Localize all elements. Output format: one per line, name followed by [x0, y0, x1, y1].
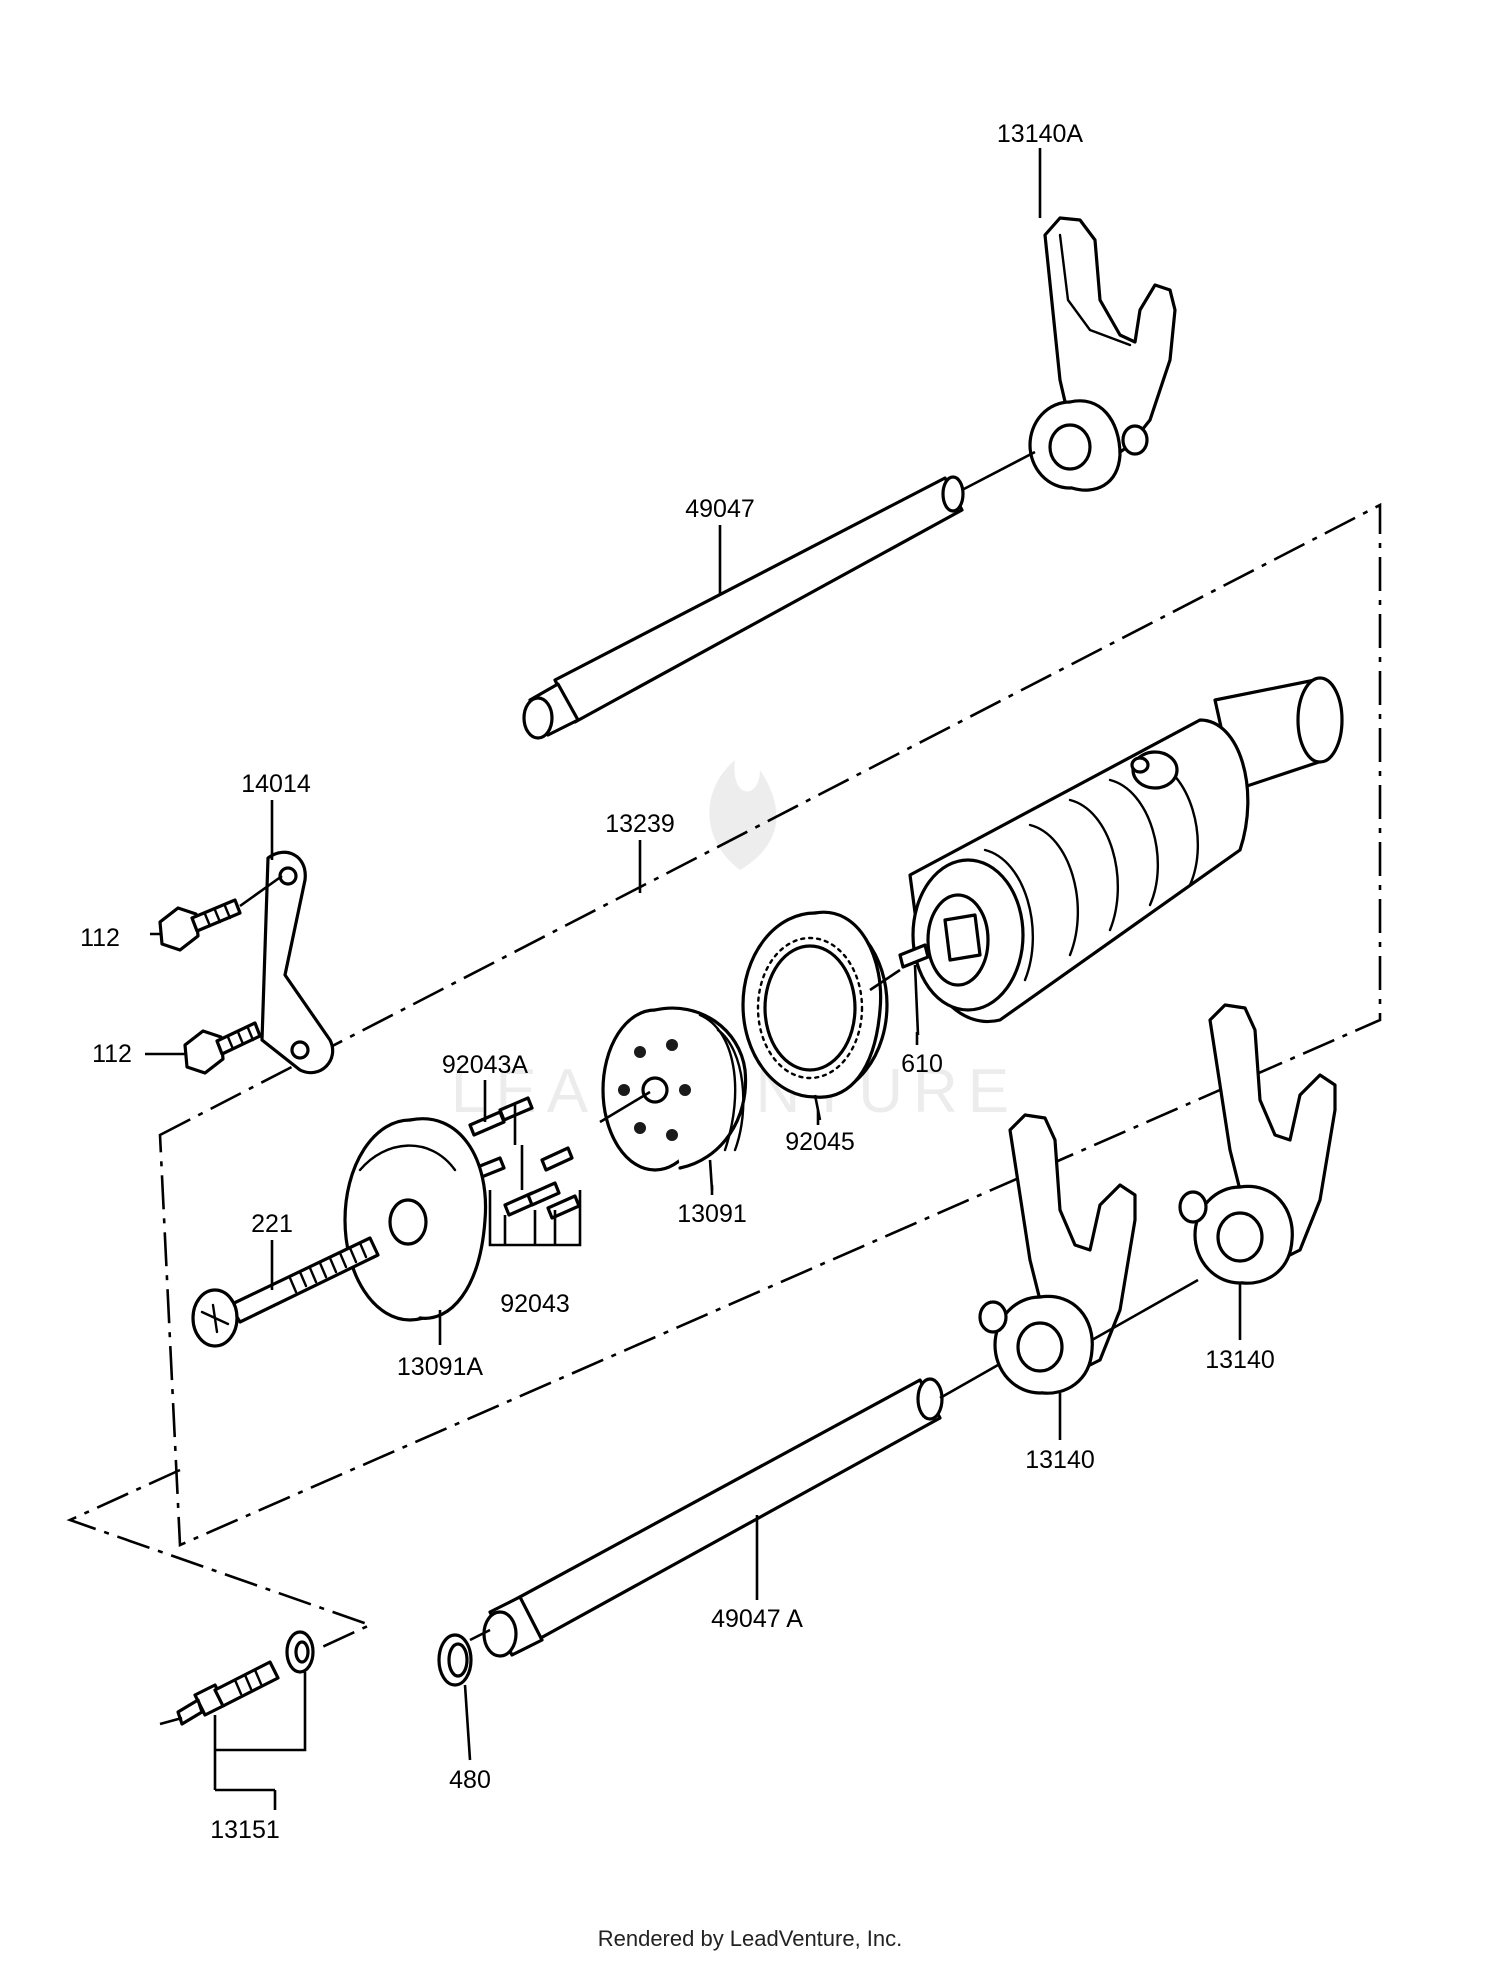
- part-labels: 13140A 49047 14014 13239 112 112 92043A …: [80, 120, 1275, 1844]
- shift-rod-49047: [522, 450, 1036, 740]
- label-13140A: 13140A: [997, 120, 1084, 148]
- label-92043: 92043: [500, 1290, 570, 1318]
- cam-13091: [599, 1006, 748, 1191]
- label-13140-right: 13140: [1205, 1346, 1275, 1374]
- label-49047: 49047: [685, 495, 755, 523]
- assembly-boundary: [66, 502, 1382, 1650]
- shift-fork-13140-right: [1178, 1003, 1337, 1340]
- circlip-480: [437, 1628, 491, 1761]
- neutral-switch-13151: [159, 1630, 315, 1810]
- label-13151: 13151: [210, 1816, 280, 1844]
- shift-fork-13140A: [1028, 216, 1177, 492]
- label-13091: 13091: [677, 1200, 747, 1228]
- bolt-112-upper: [150, 874, 283, 952]
- screw-221: [191, 1236, 380, 1348]
- footer-credit: Rendered by LeadVenture, Inc.: [597, 1926, 903, 1951]
- label-112-lower: 112: [92, 1040, 132, 1068]
- bracket-14014: [260, 800, 335, 1075]
- leader-lines: [638, 148, 1042, 1195]
- label-13140-left: 13140: [1025, 1446, 1095, 1474]
- bolt-112-lower: [145, 1021, 262, 1075]
- bearing-92045: [741, 910, 901, 1121]
- label-92043A: 92043A: [442, 1051, 529, 1079]
- label-49047A: 49047 A: [711, 1605, 803, 1633]
- label-13239: 13239: [605, 810, 675, 838]
- label-92045: 92045: [785, 1128, 855, 1156]
- pins-92043: [468, 1080, 582, 1247]
- label-13091A: 13091A: [397, 1353, 484, 1381]
- label-14014: 14014: [241, 770, 311, 798]
- plate-13091A: [343, 1117, 488, 1345]
- watermark-flame-icon: [709, 760, 777, 870]
- label-112-upper: 112: [80, 924, 120, 952]
- label-480: 480: [449, 1766, 491, 1794]
- label-221: 221: [251, 1210, 293, 1238]
- label-610: 610: [901, 1050, 943, 1078]
- shift-drum-13239: [908, 676, 1344, 1024]
- dowel-pin-610: [898, 943, 930, 1036]
- shift-rod-49047A: [482, 1278, 1199, 1658]
- shift-fork-13140-left: [978, 1113, 1137, 1440]
